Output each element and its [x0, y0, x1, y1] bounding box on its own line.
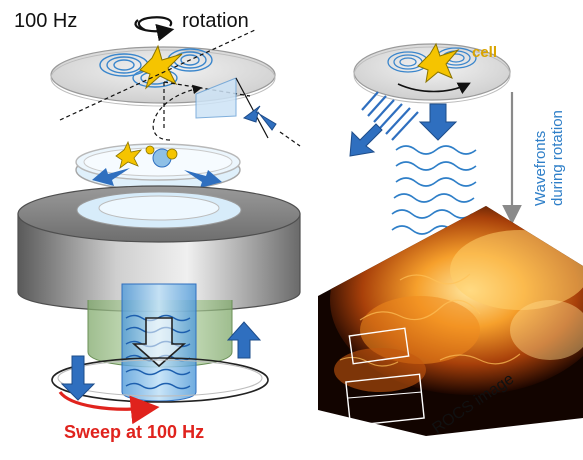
incident-arrow: [349, 123, 383, 157]
scan-arrows: [60, 321, 262, 401]
cell-label: cell: [472, 44, 498, 61]
rocs-image: [318, 206, 583, 436]
wavefronts-label-line1: Wavefronts: [532, 130, 549, 206]
beam-column: [121, 283, 197, 402]
petri-dish: [75, 140, 241, 191]
right-sample-disc: [353, 42, 511, 104]
wavefronts-label: Wavefronts during rotation: [532, 96, 567, 206]
sweep-label: Sweep at 100 Hz: [64, 422, 205, 442]
star-cell-icon: [139, 44, 183, 90]
incident-wavefronts: [361, 91, 419, 141]
rotation-indicator-arrow: [134, 16, 175, 42]
top-sample-disc: [50, 29, 276, 141]
illumination-arrow: [242, 105, 301, 147]
sweep-arrow: [58, 390, 160, 425]
objective-lens: [17, 185, 301, 313]
transmit-arrow: [418, 103, 458, 141]
rotation-frequency-label: 100 Hz: [14, 10, 78, 32]
wavefronts-label-line2: during rotation: [549, 110, 567, 206]
sweep-orbit: [51, 357, 269, 403]
transmitted-wavefronts: [391, 145, 477, 235]
rotation-label: rotation: [182, 10, 249, 32]
